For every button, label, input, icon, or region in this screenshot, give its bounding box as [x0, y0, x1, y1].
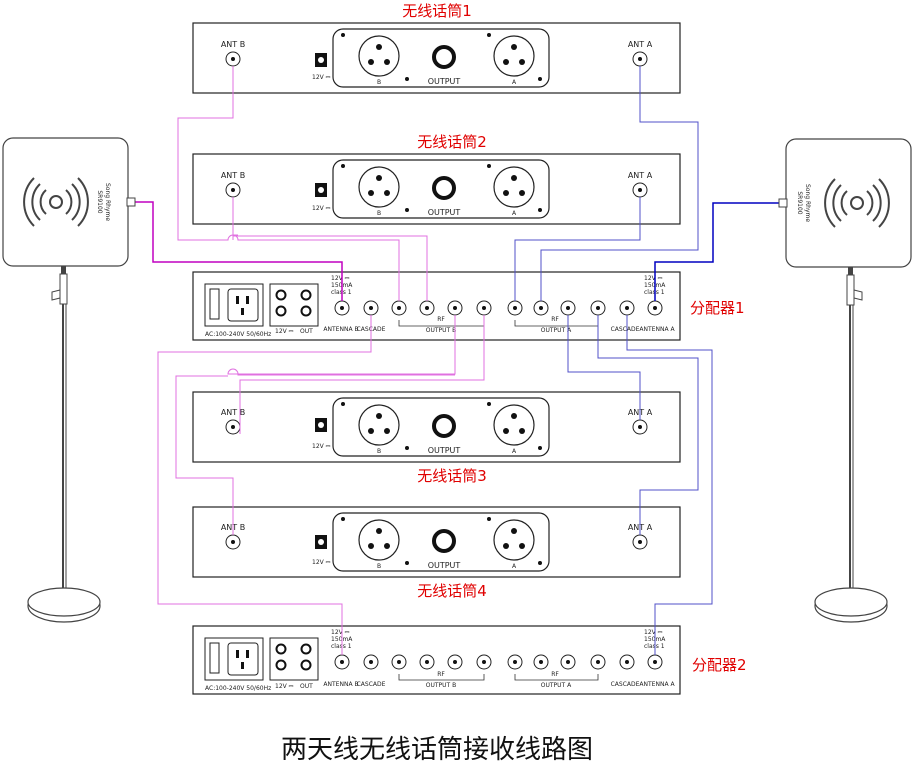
output-a-label: OUTPUT A: [541, 682, 572, 689]
power-out-label: OUT: [300, 328, 313, 335]
receiver-title: 无线话筒4: [417, 582, 487, 600]
power-label: 12V ⎓: [312, 205, 331, 212]
antenna-model: SR9100: [796, 191, 803, 214]
diagram-caption: 两天线无线话筒接收线路图: [281, 735, 593, 765]
distributor-title: 分配器1: [690, 299, 745, 317]
antenna-model: SR9100: [96, 190, 103, 213]
ant-a-label: ANT A: [628, 40, 653, 49]
spec-v-left: 12V ⎓: [331, 275, 350, 282]
ant-b-label: ANT B: [221, 408, 245, 417]
antenna-a-label: ANTENNA A: [639, 326, 675, 333]
power-out-12v-label: 12V ⎓: [275, 683, 294, 690]
rf-b-label: RF: [437, 316, 445, 323]
xlr-a-connector: [493, 519, 535, 561]
xlr-b-connector: [358, 519, 400, 561]
ant-b-label: ANT B: [221, 171, 245, 180]
output-label: OUTPUT: [428, 77, 461, 86]
xlr-b-connector: [358, 404, 400, 446]
spec-v-right: 12V ⎓: [644, 629, 663, 636]
output-label: OUTPUT: [428, 208, 461, 217]
distributor-2: 12V ⎓ OUT AC:100-240V 50/60Hz 12V ⎓ 150m…: [192, 625, 747, 695]
xlr-b-label: B: [377, 448, 381, 455]
xlr-b-label: B: [377, 210, 381, 217]
power-out-label: OUT: [300, 683, 313, 690]
ant-b-connector: [225, 51, 241, 67]
xlr-a-label: A: [512, 210, 517, 217]
xlr-a-label: A: [512, 79, 517, 86]
ac-label: AC:100-240V 50/60Hz: [205, 685, 271, 692]
output-a-label: OUTPUT A: [541, 327, 572, 334]
receiver-title: 无线话筒3: [417, 467, 487, 485]
cascade-b-label: CASCADE: [357, 681, 386, 688]
ant-a-connector: [632, 534, 648, 550]
power-label: 12V ⎓: [312, 74, 331, 81]
spec-class-left: class 1: [331, 643, 352, 650]
xlr-b-connector: [358, 166, 400, 208]
output-label: OUTPUT: [428, 446, 461, 455]
ant-b-label: ANT B: [221, 40, 245, 49]
rf-a-label: RF: [551, 316, 559, 323]
antenna-brand: Song Rhyme: [104, 183, 111, 221]
xlr-a-label: A: [512, 563, 517, 570]
output-b-label: OUTPUT B: [426, 327, 456, 334]
ant-a-connector: [632, 51, 648, 67]
output-b-label: OUTPUT B: [426, 682, 456, 689]
antenna-b-label: ANTENNA B: [323, 326, 358, 333]
spec-v-right: 12V ⎓: [644, 275, 663, 282]
receiver-4: ANT B ANT A 12V ⎓ B A OUTPUT 无线话筒4: [192, 506, 681, 600]
power-out-12v-label: 12V ⎓: [275, 328, 294, 335]
xlr-a-connector: [493, 35, 535, 77]
receiver-title: 无线话筒1: [402, 2, 472, 20]
power-label: 12V ⎓: [312, 443, 331, 450]
antenna-cables: [130, 201, 785, 301]
right-antenna: Song Rhyme SR9100: [778, 138, 912, 623]
antenna-a-label: ANTENNA A: [639, 681, 675, 688]
output-jack: [432, 176, 456, 200]
xlr-b-label: B: [377, 79, 381, 86]
distributor-1: 12V ⎓ OUT AC:100-240V 50/60Hz 12V ⎓ 150m…: [192, 271, 745, 341]
antenna-brand: Song Rhyme: [804, 184, 811, 222]
xlr-b-label: B: [377, 563, 381, 570]
ac-label: AC:100-240V 50/60Hz: [205, 331, 271, 338]
cascade-a-label: CASCADE: [611, 326, 640, 333]
output-label: OUTPUT: [428, 561, 461, 570]
output-jack: [432, 529, 456, 553]
ant-b-connector: [225, 182, 241, 198]
rf-a-label: RF: [551, 671, 559, 678]
xlr-b-connector: [358, 35, 400, 77]
receiver-title: 无线话筒2: [417, 133, 487, 151]
ant-a-connector: [632, 182, 648, 198]
antenna-b-label: ANTENNA B: [323, 681, 358, 688]
ant-a-label: ANT A: [628, 171, 653, 180]
xlr-a-connector: [493, 404, 535, 446]
output-jack: [432, 414, 456, 438]
ant-b-connector: [225, 419, 241, 435]
left-antenna: Song Rhyme SR9100: [2, 137, 136, 623]
rf-b-label: RF: [437, 671, 445, 678]
spec-class-right: class 1: [644, 643, 665, 650]
spec-v-left: 12V ⎓: [331, 629, 350, 636]
xlr-a-label: A: [512, 448, 517, 455]
ant-a-connector: [632, 419, 648, 435]
cascade-a-label: CASCADE: [611, 681, 640, 688]
receiver-2: ANT B ANT A 12V ⎓ B A OUTPUT 无线话筒2: [192, 133, 681, 225]
receiver-3: ANT B ANT A 12V ⎓ B A OUTPUT 无线话筒3: [192, 391, 681, 485]
receiver-1: ANT B ANT A 12V ⎓ B A OUTPUT 无线话筒1: [192, 2, 681, 94]
cables-a: [514, 66, 713, 655]
distributor-title: 分配器2: [692, 656, 747, 674]
power-label: 12V ⎓: [312, 559, 331, 566]
xlr-a-connector: [493, 166, 535, 208]
signal-wave-icon: [824, 178, 890, 228]
output-jack: [432, 45, 456, 69]
cables-b: [157, 66, 485, 655]
signal-wave-icon: [23, 177, 89, 227]
ant-b-connector: [225, 534, 241, 550]
